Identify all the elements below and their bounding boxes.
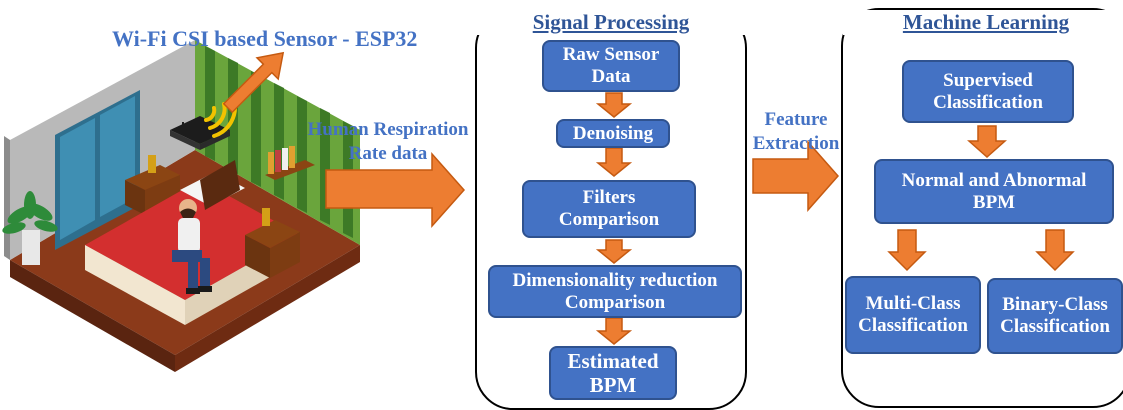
raw-sensor-line1: Raw Sensor: [562, 44, 660, 66]
normal-abnormal-line1: Normal and Abnormal: [901, 169, 1087, 191]
respiration-label-line2: Rate data: [348, 142, 428, 164]
respiration-arrow: [325, 152, 466, 228]
respiration-label-line1: Human Respiration: [307, 119, 469, 140]
binary-class-line2: Classification: [1000, 316, 1110, 337]
machine-learning-title: Machine Learning: [843, 10, 1123, 35]
sensor-pointer-arrow: [222, 51, 285, 114]
estimated-line2: BPM: [589, 373, 637, 397]
multi-class-line1: Multi-Class: [865, 293, 961, 315]
person: [172, 199, 212, 294]
ml-arrow-2: [887, 229, 927, 272]
dimred-line2: Comparison: [564, 291, 666, 313]
filters-line1: Filters: [582, 187, 636, 209]
ml-arrow-3: [1035, 229, 1075, 272]
binary-class-line1: Binary-Class: [1002, 294, 1108, 316]
raw-sensor-line2: Data: [591, 66, 631, 87]
supervised-line2: Classification: [933, 91, 1043, 113]
respiration-label: Human Respiration Rate data: [300, 118, 476, 166]
estimated-line1: Estimated: [567, 348, 659, 373]
denoising-line1: Denoising: [572, 122, 654, 144]
sp-arrow-2: [595, 147, 633, 177]
sp-arrow-1: [595, 92, 633, 118]
ml-arrow-1: [967, 125, 1007, 159]
feature-extraction-label: Feature Extraction: [746, 108, 846, 156]
signal-processing-title: Signal Processing: [477, 10, 745, 35]
normal-abnormal-line2: BPM: [972, 191, 1016, 213]
filters-line2: Comparison: [558, 209, 660, 230]
shelf: [265, 160, 315, 180]
denoising-box: Denoising: [556, 119, 670, 148]
feature-extraction-line2: Extraction: [752, 132, 840, 154]
books: [268, 146, 295, 174]
sp-arrow-4: [595, 317, 633, 345]
sp-arrow-3: [595, 239, 633, 264]
lamp-left: [148, 155, 156, 173]
plant: [2, 191, 58, 234]
feature-extraction-line1: Feature: [764, 109, 828, 130]
sensor-label: Wi-Fi CSI based Sensor - ESP32: [112, 26, 418, 51]
supervised-line1: Supervised: [943, 69, 1033, 91]
lamp-right: [262, 208, 270, 226]
feature-extraction-arrow: [752, 140, 840, 212]
plant-pot: [22, 230, 40, 265]
multi-class-line2: Classification: [858, 315, 968, 336]
dimred-line1: Dimensionality reduction: [512, 269, 718, 291]
